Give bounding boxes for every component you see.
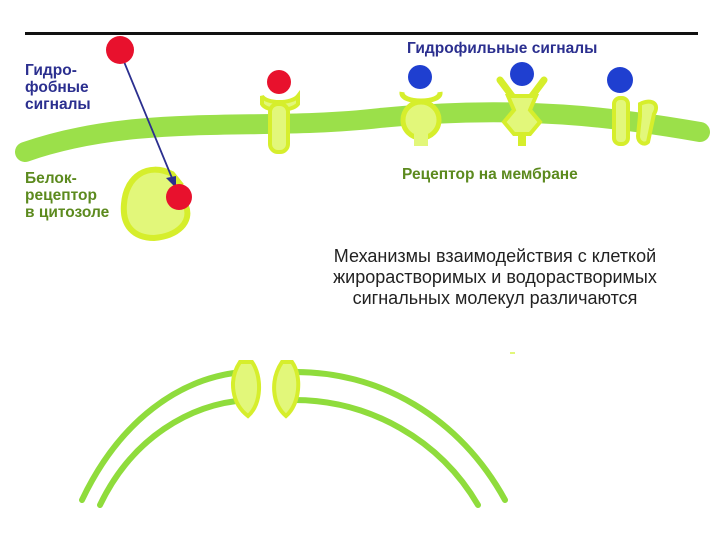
nuclear-envelope-outer-right	[287, 368, 508, 503]
membrane-receptor-2	[399, 65, 443, 146]
diffusion-arrow	[119, 51, 173, 179]
membrane-receptor-4	[607, 67, 659, 146]
top-rule	[25, 32, 698, 35]
membrane-receptor-label: Рецептор на мембране	[402, 166, 578, 183]
nuclear-envelope-outer-left	[79, 369, 245, 503]
diffusion-arrow-head	[166, 176, 176, 188]
caption-text: Механизмы взаимодействия с клеткой жирор…	[333, 246, 657, 308]
nuclear-pore-left	[231, 360, 261, 419]
cytosol-receptor-label: Белок- рецептор в цитозоле	[25, 170, 110, 221]
membrane-receptor-3	[496, 62, 548, 146]
nuclear-envelope-inner-right	[291, 397, 481, 508]
hydrophobic-signal-bound	[166, 184, 192, 210]
hydrophobic-signal-free	[106, 36, 134, 64]
hydrophilic-signals-label: Гидрофильные сигналы	[407, 40, 598, 57]
nuclear-pore-right	[272, 360, 301, 419]
nuclear-envelope-inner-left	[97, 397, 249, 508]
cell-membrane	[15, 102, 710, 162]
membrane-receptor-1	[260, 70, 300, 154]
hydrophobic-signals-label: Гидро- фобные сигналы	[25, 62, 91, 113]
small-mark	[510, 352, 515, 354]
